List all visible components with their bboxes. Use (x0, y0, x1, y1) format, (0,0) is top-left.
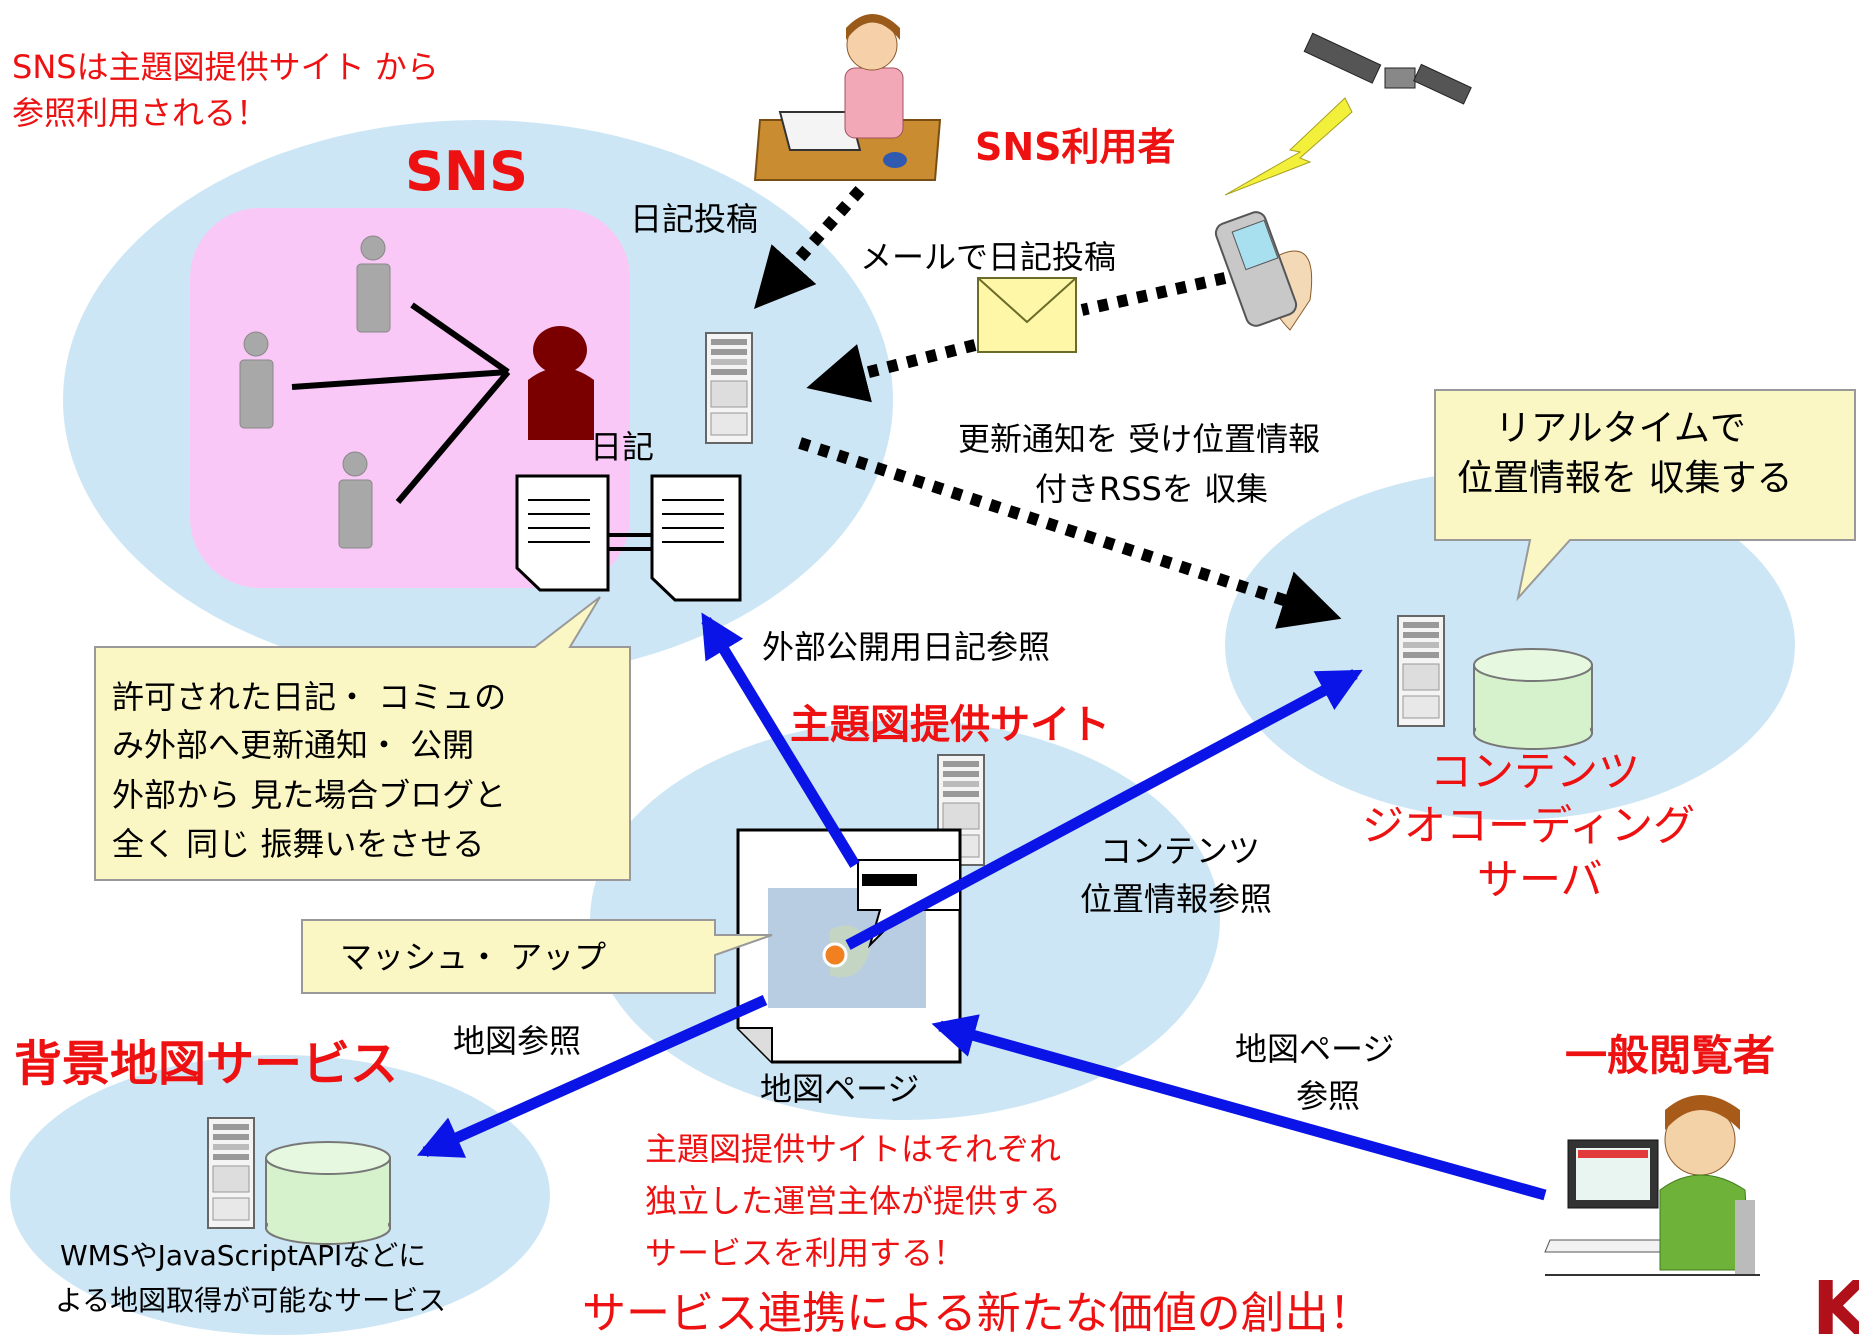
friend-links (291, 302, 511, 504)
map-server-icon (207, 1117, 255, 1229)
rss-collect-arrow (798, 437, 1342, 629)
signal-lightning-icon (1224, 97, 1353, 196)
permit-callout-line2: み外部へ更新通知・ 公開 (112, 726, 474, 764)
geocoding-server-icon (1397, 615, 1445, 727)
permit-callout-line4: 全く 同じ 振舞いをさせる (112, 825, 484, 863)
corner-logo: KA (1812, 1266, 1859, 1338)
member-icon (239, 331, 274, 429)
diary-doc-icon (515, 474, 610, 592)
content-ref-line2: 位置情報参照 (1080, 880, 1272, 918)
realtime-callout-line1: リアルタイムで (1495, 408, 1746, 449)
general-viewer-figure-icon (1544, 1095, 1760, 1276)
mobile-phone-icon (1214, 211, 1313, 331)
mashup-callout (301, 919, 773, 994)
mashup-label: マッシュ・ アップ (340, 938, 606, 976)
sns-user-label: SNS利用者 (975, 125, 1176, 169)
permit-callout-line1: 許可された日記・ コミュの (112, 678, 506, 716)
map-page-label: 地図ページ (760, 1070, 919, 1108)
permit-callout-line3: 外部から 見た場合ブログと (112, 776, 506, 814)
diary-label: 日記 (590, 428, 654, 466)
top-note-line2: 参照利用される！ (12, 94, 268, 132)
realtime-callout-line2: 位置情報を 収集する (1457, 458, 1792, 499)
map-database-icon (265, 1141, 391, 1245)
mail-post-label: メールで日記投稿 (860, 238, 1116, 276)
geocoding-label-line3: サーバ (1477, 855, 1603, 904)
external-diary-ref-label: 外部公開用日記参照 (762, 628, 1050, 666)
satellite-icon (1303, 32, 1472, 105)
sns-server-icon (705, 332, 753, 444)
geocoding-database-icon (1473, 648, 1593, 750)
background-map-title: 背景地図サービス (14, 1036, 398, 1092)
geocoding-label-line2: ジオコーディング (1362, 801, 1695, 850)
mail-envelope-icon (977, 277, 1077, 353)
theme-site-label: 主題図提供サイト (790, 702, 1110, 748)
map-pin-icon (822, 942, 848, 968)
independent-note-line1: 主題図提供サイトはそれぞれ (645, 1130, 1061, 1168)
general-viewer-label: 一般閲覧者 (1565, 1031, 1775, 1080)
rss-note-line1: 更新通知を 受け位置情報 (958, 420, 1320, 458)
wms-note-line1: WMSやJavaScriptAPIなどに (60, 1239, 426, 1272)
content-location-ref-arrow (845, 669, 1363, 950)
member-icon (338, 451, 373, 549)
top-note-line1: SNSは主題図提供サイト から (12, 48, 439, 86)
external-diary-ref-arrow (701, 612, 860, 868)
realtime-callout (1434, 389, 1856, 602)
independent-note-line2: 独立した運営主体が提供する (645, 1182, 1061, 1220)
diary-post-label: 日記投稿 (630, 200, 758, 238)
independent-note-line3: サービスを利用する！ (645, 1234, 965, 1272)
diary-post-arrow (754, 186, 865, 309)
map-page-ref-line1: 地図ページ (1235, 1030, 1394, 1068)
diary-doc-icon (650, 474, 742, 602)
member-icon (356, 235, 391, 333)
map-page-ref-line2: 参照 (1296, 1077, 1360, 1115)
geocoding-ellipse (1225, 470, 1795, 820)
mail-post-arrow (806, 272, 1227, 403)
user-icon-main (528, 326, 594, 440)
geocoding-label-line1: コンテンツ (1430, 747, 1640, 796)
wms-note-line2: よる地図取得が可能なサービス (55, 1284, 446, 1317)
sns-user-figure-icon (753, 14, 942, 181)
permission-callout (94, 596, 631, 881)
sns-title: SNS (405, 140, 528, 203)
map-ref-label: 地図参照 (453, 1022, 581, 1060)
bottom-title: サービス連携による新たな価値の創出！ (582, 1288, 1373, 1338)
map-ref-arrow (416, 994, 768, 1158)
content-ref-line1: コンテンツ (1100, 832, 1260, 870)
rss-note-line2: 付きRSSを 収集 (1035, 470, 1268, 508)
map-page-ref-arrow (931, 1014, 1547, 1201)
diary-link (608, 533, 652, 551)
